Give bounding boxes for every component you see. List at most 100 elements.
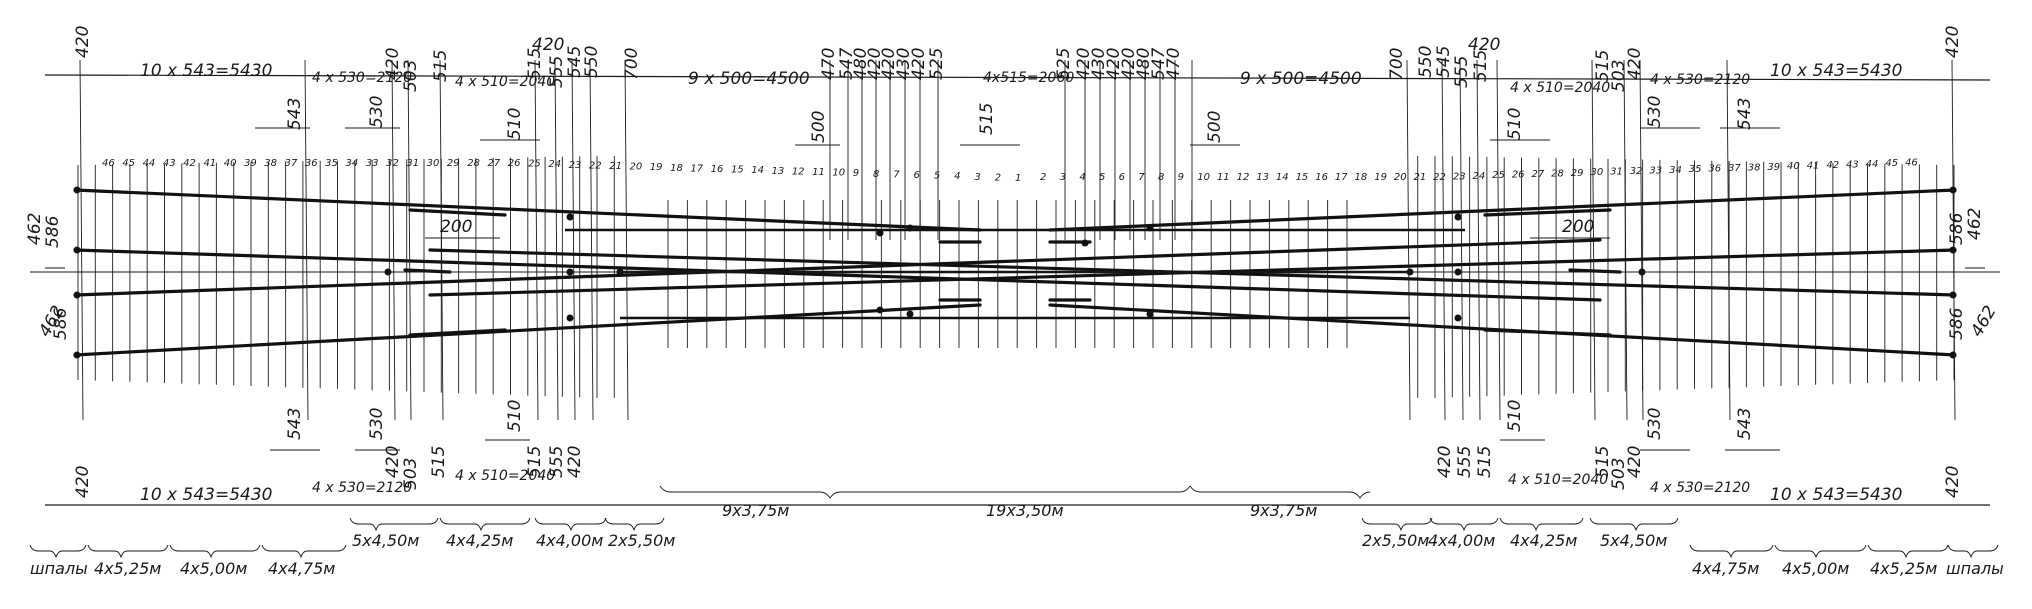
check-rail-l1 [408,208,507,217]
sleeper-number: 13 [1256,172,1269,183]
top-center-value: 420 [865,48,885,80]
extension-line [1639,59,1644,421]
extension-line [1591,59,1596,421]
extension-lines [79,59,1956,421]
extension-line [407,59,412,421]
bottom-right-v3: 515 [1593,446,1613,478]
bottom-left-543: 543 [285,408,305,440]
extension-line [624,59,629,421]
top-left-v3: 515 [431,50,451,82]
sleeper-number: 18 [1355,172,1368,183]
top-right-v5: 555 [1452,56,1472,88]
rail-joints [73,186,1957,359]
bottom-left-group1: 10 x 543=5430 [140,485,272,505]
top-center-value: 430 [1089,48,1109,80]
top-center-value: 420 [909,48,929,80]
side-right-a: 586 [1947,212,1967,245]
sleeper-number: 26 [508,158,521,169]
sleeper-number: 46 [1905,158,1918,169]
bottom-right-v6: 420 [1435,446,1455,478]
sleeper-number: 12 [1237,172,1250,183]
top-right-v6: 545 [1434,46,1454,78]
sleeper-number: 6 [1119,172,1125,183]
bottom-left-v2: 503 [401,458,421,490]
sleeper-number: 13 [772,166,785,177]
sleeper-number: 2 [1040,172,1046,183]
top-right-end-tie: 420 [1943,26,1963,58]
sleeper-number: 19 [650,162,663,173]
sleeper-number: 31 [1610,167,1623,178]
center-length-3: 9x3,75м [1250,501,1317,520]
center-length-1: 9x3,75м [722,501,789,520]
sleeper-number: 34 [1669,165,1682,176]
sleeper-number: 5 [1099,172,1105,183]
top-left-v1: 420 [383,48,403,80]
top-center-value: 420 [1119,48,1139,80]
right-length-6: 4x5,00м [1782,559,1849,578]
sleeper-number: 24 [548,159,561,170]
top-right-v7: 550 [1416,46,1436,78]
top-center-value: 430 [894,48,914,80]
top-left-end-tie: 420 [73,26,93,58]
rail-diag-1 [73,248,1602,302]
sleeper-number: 2 [995,172,1001,183]
sleeper-number: 36 [1708,164,1721,175]
bottom-right-group2: 4 x 530=2120 [1650,480,1750,496]
bottom-right-end-tie: 420 [1943,466,1963,498]
inner-left-530: 530 [367,96,387,128]
sleeper-number: 27 [1531,169,1544,180]
sleeper-number: 21 [1414,172,1427,183]
left-length-4: 4x4,75м [268,559,335,578]
left-length-5: 5x4,50м [352,531,419,550]
right-length-1: 2x5,50м [1362,531,1429,550]
extension-line [571,59,576,421]
right-length-8: шпалы [1946,559,2004,578]
left-length-7: 4x4,00м [536,531,603,550]
sleeper-number: 22 [589,160,602,171]
sleeper-number: 14 [751,165,764,176]
inner-dimensions: 543 530 510 500 200 515 500 510 530 543 … [255,96,1780,239]
sleeper-number: 27 [487,158,500,169]
extension-line [439,59,444,421]
extension-line [1406,59,1411,421]
sleeper-number: 36 [305,158,318,169]
sleeper-number: 40 [1787,161,1800,172]
top-left-v6: 545 [565,46,585,78]
bottom-left-510: 510 [505,400,525,432]
top-right-group2: 4 x 530=2120 [1650,72,1750,88]
sleeper-number: 9 [1178,172,1184,183]
sleeper-number: 24 [1473,171,1486,182]
sleeper-number: 43 [1846,159,1859,170]
top-left-group3: 4 x 510=2040 [455,74,555,90]
sleeper-number: 7 [1138,172,1145,183]
top-dim-line-left [44,74,1991,81]
top-right-group3: 4 x 510=2040 [1510,80,1610,96]
sleeper-number: 18 [670,163,683,174]
rail-left-bottom [73,303,982,357]
top-right-v1: 420 [1625,48,1645,80]
bottom-left-group3: 4 x 510=2040 [455,468,555,484]
side-right-c: 586 [1947,307,1967,340]
sleeper-number: 30 [1590,167,1603,178]
top-center-value: 480 [1134,48,1154,80]
extension-line [1476,59,1481,421]
extension-line [79,59,84,421]
top-right-group4: 9 x 500=4500 [1240,69,1362,89]
sleeper-number: 45 [1885,158,1898,169]
sleeper-number: 26 [1512,170,1525,181]
sleeper-number: 23 [1453,171,1466,182]
bottom-right-v4: 515 [1475,446,1495,478]
sleeper-number: 33 [1649,165,1662,176]
sleeper-number: 4 [954,171,960,182]
sleeper-number: 35 [1689,164,1702,175]
bottom-right-v5: 555 [1455,446,1475,478]
dimension-lines [30,74,2000,506]
sleeper-number: 10 [1197,172,1210,183]
top-center-group: 4x515=2060 [983,70,1074,86]
extension-line [1496,59,1501,421]
sleeper-number: 8 [873,169,879,180]
right-length-3: 4x4,25м [1510,531,1577,550]
extension-line [1726,59,1731,421]
sleeper-number: 14 [1276,172,1289,183]
